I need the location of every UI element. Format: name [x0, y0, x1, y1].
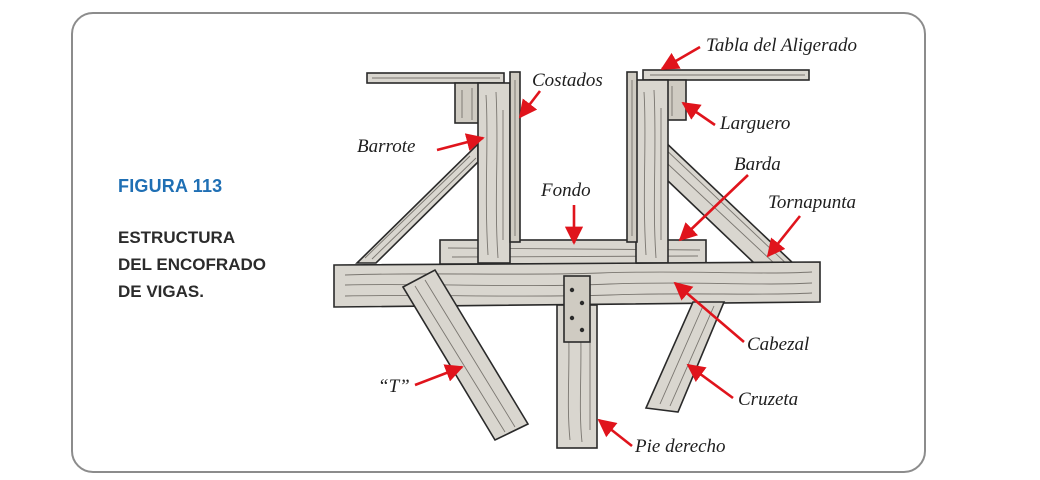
- barrote-left: [477, 82, 511, 264]
- caption-line-2: DEL ENCOFRADO: [118, 255, 266, 274]
- figure-caption: ESTRUCTURA DEL ENCOFRADO DE VIGAS.: [118, 224, 266, 305]
- cleat-plate: [563, 275, 591, 343]
- slab-board-left: [366, 72, 505, 84]
- caption-line-1: ESTRUCTURA: [118, 228, 236, 247]
- label-barrote: Barrote: [357, 136, 415, 157]
- label-fondo: Fondo: [540, 180, 591, 201]
- arrow-tabla-aligerado: [660, 45, 701, 71]
- label-tornapunta: Tornapunta: [768, 192, 856, 213]
- label-t: “T”: [378, 376, 410, 397]
- arrow-tornapunta: [766, 215, 802, 258]
- slab-board-right: [642, 69, 810, 81]
- label-barda: Barda: [734, 154, 781, 175]
- arrow-barrote: [436, 133, 485, 152]
- label-costados: Costados: [532, 70, 603, 91]
- arrow-pie-derecho: [597, 418, 633, 448]
- arrow-larguero: [681, 101, 716, 127]
- caption-line-3: DE VIGAS.: [118, 282, 204, 301]
- barrote-right: [635, 79, 669, 264]
- label-cabezal: Cabezal: [747, 334, 809, 355]
- cruzeta-brace: [644, 301, 726, 413]
- t-brace: [401, 268, 530, 442]
- label-cruzeta: Cruzeta: [738, 389, 798, 410]
- arrow-costados: [518, 90, 542, 119]
- label-pie-derecho: Pie derecho: [634, 436, 726, 457]
- label-larguero: Larguero: [719, 113, 790, 134]
- costado-right: [626, 71, 638, 243]
- arrow-cruzeta: [686, 363, 734, 400]
- arrow-cabezal: [673, 281, 745, 343]
- arrow-t: [414, 364, 464, 387]
- label-tabla-aligerado: Tabla del Aligerado: [706, 35, 857, 56]
- arrow-barda: [678, 174, 749, 242]
- figure-number: FIGURA 113: [118, 176, 223, 196]
- costado-left: [509, 71, 521, 243]
